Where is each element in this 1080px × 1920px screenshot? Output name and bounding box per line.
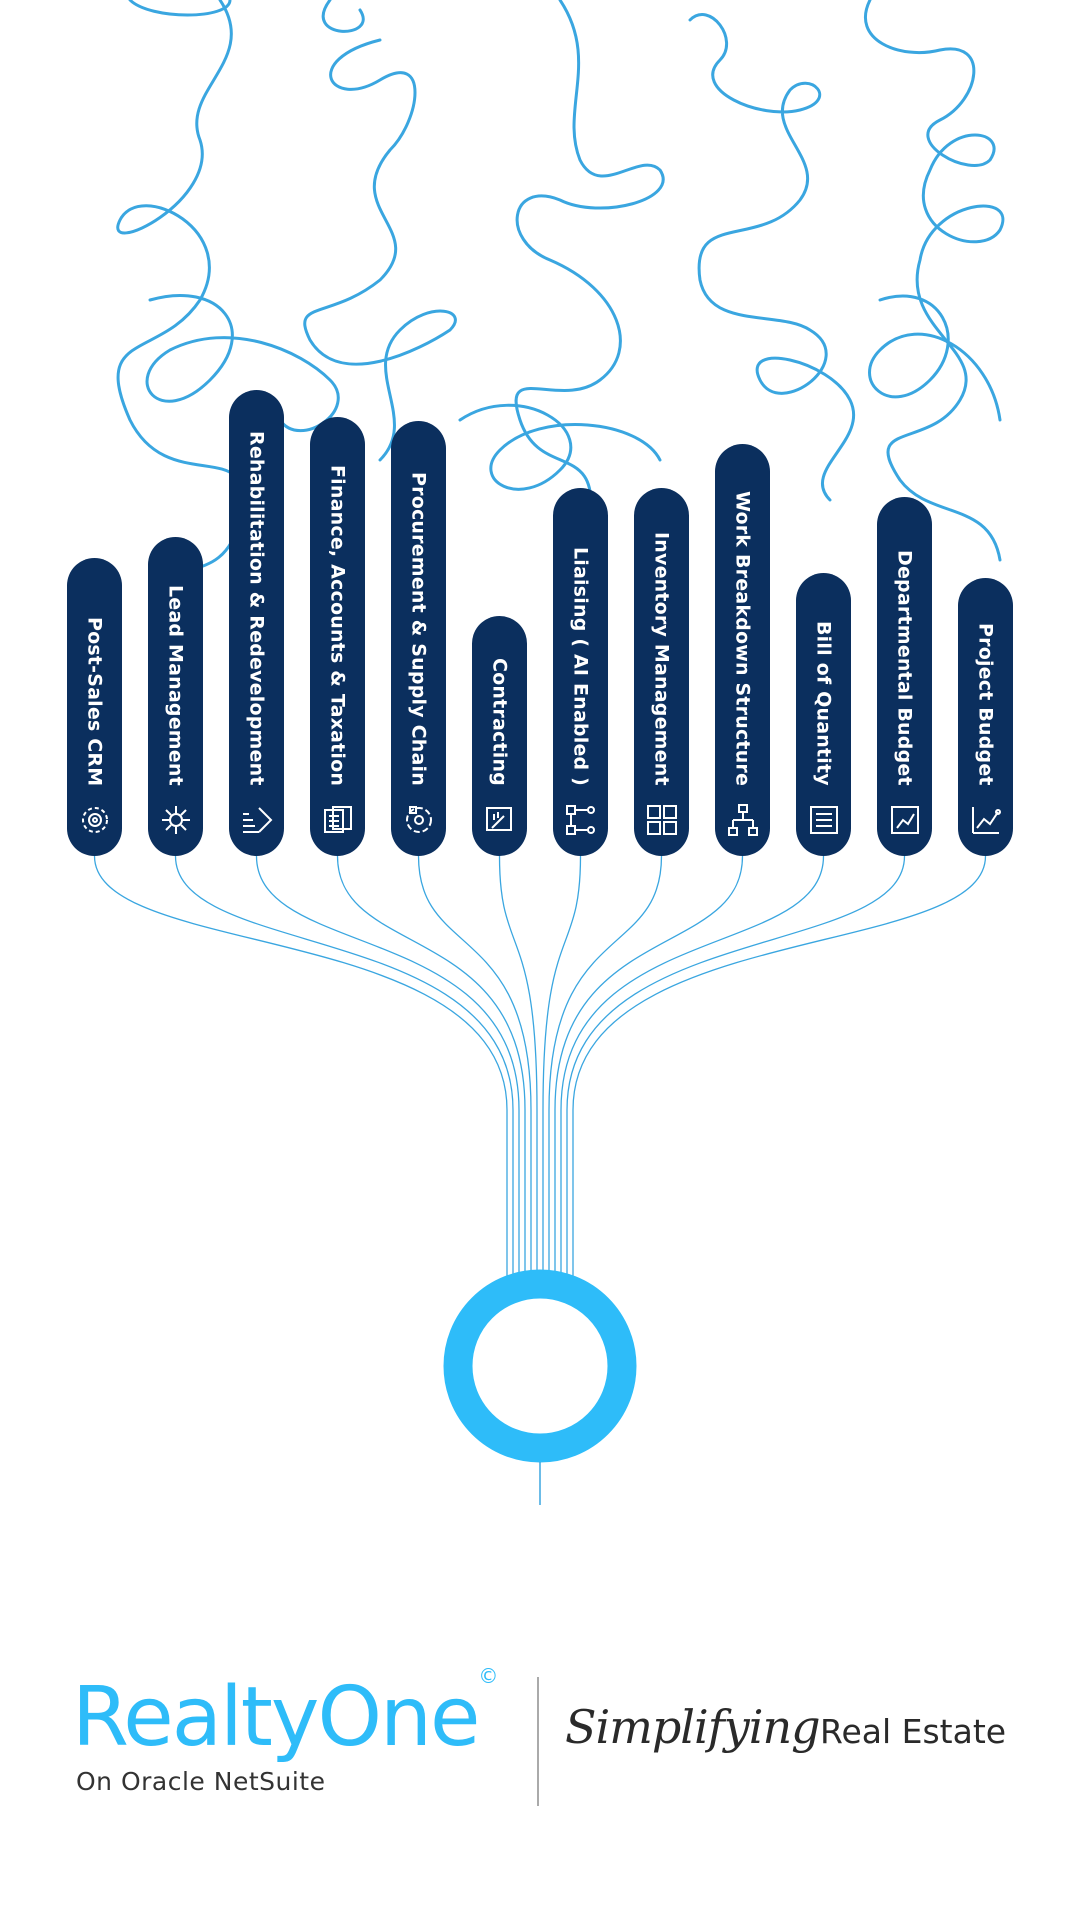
connector-line [498,855,538,1280]
connector-line [566,855,906,1280]
module-label: Work Breakdown Structure [731,490,754,786]
connector-line [554,855,744,1280]
finance-documents-icon [323,806,352,833]
module-label: Liaising ( AI Enabled ) [569,546,592,786]
brand-mark: © [478,1663,499,1688]
module-pill[interactable]: Work Breakdown Structure [715,444,770,856]
connector-line [336,855,526,1280]
connector-line [560,855,825,1280]
crm-gear-network-icon [81,807,108,833]
module-label: Inventory Management [650,532,673,786]
module-label: Finance, Accounts & Taxation [326,464,349,786]
bill-icon [809,806,838,834]
module-pill[interactable]: Lead Management [148,537,203,856]
module-label: Bill of Quantity [812,621,835,786]
module-label: Post-Sales CRM [83,616,106,786]
module-pill[interactable]: Liaising ( AI Enabled ) [553,488,608,856]
module-pill[interactable]: Rehabilitation & Redevelopment [229,390,284,856]
tagline: Real Estate [820,1712,1007,1751]
brand-subtitle: On Oracle NetSuite [76,1767,326,1796]
hub-ring [443,1269,637,1463]
brand-logo: RealtyOne© [72,1664,498,1765]
brand-name: RealtyOne [72,1670,480,1765]
module-label: Project Budget [974,623,997,786]
flowchart-icon [565,805,595,835]
decorative-squiggles [116,0,1005,622]
connector-line [174,855,514,1280]
building-arrow-icon [242,807,272,833]
lead-network-icon [161,806,190,834]
connector-lines [93,855,987,1280]
module-label: Procurement & Supply Chain [407,472,430,786]
footer-divider [537,1677,539,1806]
module-pill[interactable]: Procurement & Supply Chain [391,421,446,856]
module-pill[interactable]: Contracting [472,616,527,856]
module-pill[interactable]: Departmental Budget [877,497,932,856]
module-pill[interactable]: Project Budget [958,578,1013,856]
connector-line [572,855,987,1280]
supply-cycle-icon [405,806,432,833]
module-label: Departmental Budget [893,550,916,786]
module-label: Contracting [488,658,511,786]
module-label: Lead Management [164,585,187,786]
module-pill[interactable]: Bill of Quantity [796,573,851,856]
connector-line [417,855,532,1280]
module-pill[interactable]: Inventory Management [634,488,689,856]
connector-line [255,855,520,1280]
tagline-script: Simplifying [565,1700,821,1754]
connector-line [93,855,508,1280]
connector-line [542,855,582,1280]
hierarchy-icon [727,804,758,836]
connector-line [548,855,663,1280]
inventory-blocks-icon [646,805,677,835]
contract-sign-icon [485,807,512,831]
module-pill[interactable]: Post-Sales CRM [67,558,122,856]
budget-chart-icon [890,806,919,834]
project-budget-icon [971,807,1001,834]
module-pill[interactable]: Finance, Accounts & Taxation [310,417,365,856]
module-label: Rehabilitation & Redevelopment [245,431,268,786]
